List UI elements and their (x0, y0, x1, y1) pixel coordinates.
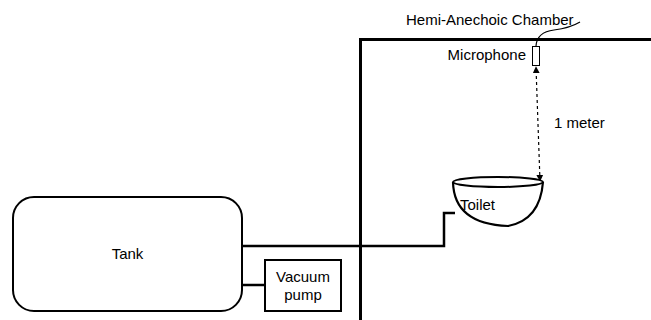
chamber-region: Hemi-Anechoic ChamberMicrophoneToilet (359, 38, 651, 320)
pipe-line (243, 213, 455, 246)
microphone-cable (532, 22, 582, 48)
node-label: Vacuum pump (272, 268, 334, 303)
microphone: Microphone (412, 44, 544, 68)
edge-label: 1 meter (552, 114, 607, 131)
node-label: Tank (112, 245, 144, 262)
tank-box: Tank (12, 196, 243, 312)
toilet-rim (453, 177, 543, 187)
toilet-bowl-line (453, 182, 543, 226)
toilet-bowl: Toilet (450, 176, 544, 228)
region-heading: Hemi-Anechoic Chamber (406, 11, 574, 28)
pipe-line (243, 284, 264, 287)
microphone-symbol (532, 46, 540, 66)
pump-box: Vacuum pump (264, 259, 342, 312)
node-label: Microphone (448, 46, 526, 63)
distance-arrow (536, 67, 540, 181)
node-label: Toilet (460, 196, 495, 213)
